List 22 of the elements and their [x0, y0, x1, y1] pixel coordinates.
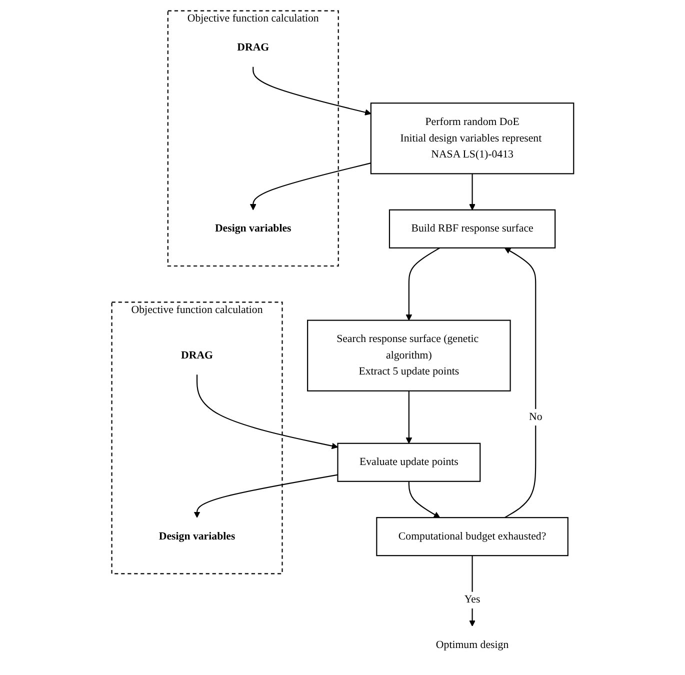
arrow	[250, 162, 371, 210]
edge-label: Yes	[464, 594, 480, 606]
arrow	[194, 474, 338, 518]
arrow	[406, 390, 412, 444]
node-text: DRAG	[180, 350, 213, 362]
arrow	[504, 248, 536, 518]
node-box: Computational budget exhausted?	[376, 517, 568, 556]
edge-label: No	[528, 411, 542, 423]
node-text: Optimum design	[436, 639, 508, 651]
arrow	[406, 247, 440, 321]
arrow	[468, 556, 476, 626]
node-text: Design variables	[158, 530, 235, 542]
node-box: Perform random DoE Initial design variables represent NASA LS(1)-0413	[370, 102, 574, 174]
arrow	[468, 174, 476, 210]
node-text: Design variables	[214, 222, 292, 235]
node-box: Build RBF response surface	[388, 209, 556, 248]
node-text: DRAG	[236, 42, 269, 54]
arrow	[252, 66, 371, 116]
node-box: Search response surface (genetic algorithm) Extract 5 update points	[306, 320, 511, 392]
arrow	[196, 374, 338, 450]
node-box: Evaluate update points	[337, 442, 480, 482]
arrow	[408, 481, 440, 518]
